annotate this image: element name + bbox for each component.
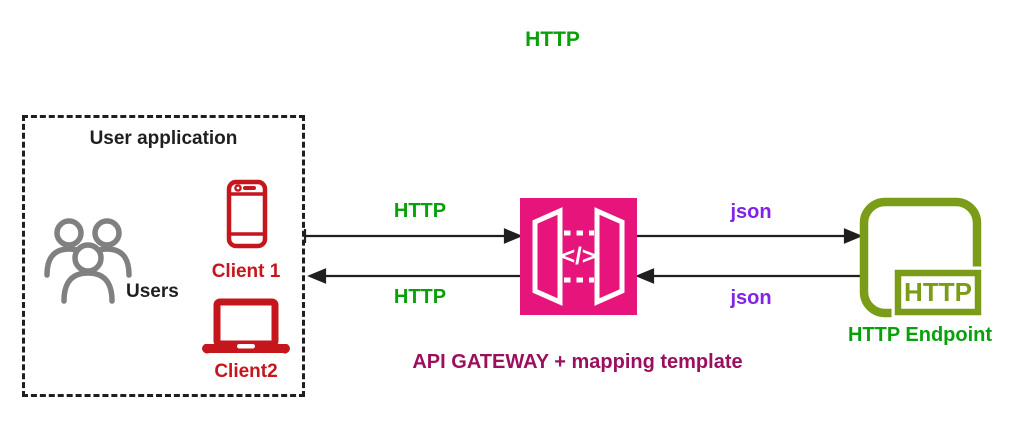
user-application-title: User application [89, 128, 238, 149]
client1-phone-icon [226, 179, 268, 249]
client1-label: Client 1 [211, 261, 281, 282]
flow-label-http-request: HTTP [393, 200, 447, 222]
endpoint-label: HTTP Endpoint [847, 324, 993, 346]
users-label: Users [126, 281, 179, 302]
client2-laptop-icon [202, 298, 290, 354]
flow-label-json-response: json [730, 287, 772, 309]
user-application-box [22, 115, 305, 397]
flow-label-http-response: HTTP [393, 286, 447, 308]
http-endpoint-icon: HTTP [859, 197, 985, 319]
endpoint-badge-text: HTTP [904, 277, 972, 307]
arrow-clients-to-gateway [303, 228, 523, 244]
top-http-label: HTTP [525, 28, 580, 51]
client2-label: Client2 [214, 361, 278, 382]
api-gateway-icon: </> [520, 198, 637, 315]
arrow-gateway-to-endpoint [637, 228, 863, 244]
gateway-code-glyph: </> [561, 243, 596, 270]
gateway-label: API GATEWAY + mapping template [412, 351, 743, 373]
flow-label-json-request: json [730, 201, 772, 223]
users-icon [44, 218, 132, 304]
arrow-endpoint-to-gateway [635, 268, 861, 284]
